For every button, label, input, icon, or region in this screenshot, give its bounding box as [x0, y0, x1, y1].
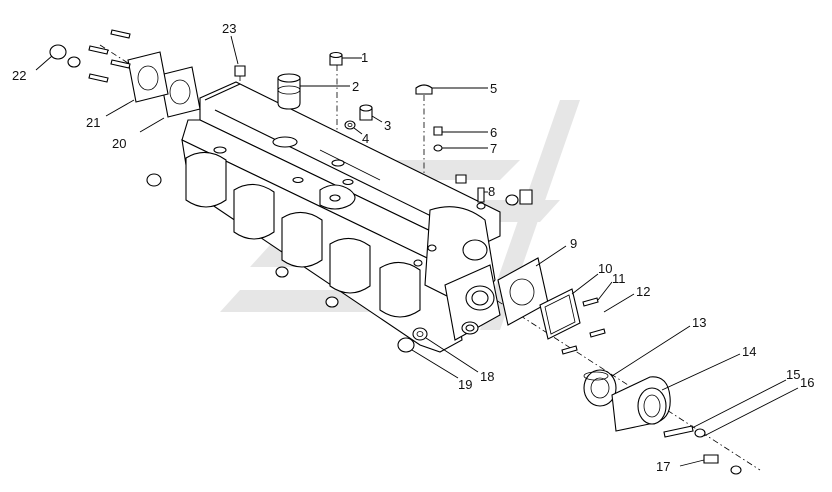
leader-lines — [35, 35, 799, 467]
part-14-outlet-housing — [611, 376, 671, 432]
part-2-sleeve — [277, 73, 301, 110]
callout-17: 17 — [656, 459, 670, 474]
callout-22: 22 — [12, 68, 26, 83]
callout-14: 14 — [742, 344, 756, 359]
callout-labels: 1 2 3 4 5 6 7 8 9 10 11 12 13 14 15 16 1… — [12, 21, 814, 474]
callout-13: 13 — [692, 315, 706, 330]
part-18-19-plug — [397, 327, 428, 353]
callout-12: 12 — [636, 284, 650, 299]
part-6-plug — [433, 126, 443, 136]
side-fittings — [455, 174, 533, 206]
callout-9: 9 — [570, 236, 577, 251]
part-20-gasket — [159, 66, 201, 118]
callout-8: 8 — [488, 184, 495, 199]
part-11-12-bolts — [561, 297, 606, 355]
callout-2: 2 — [352, 79, 359, 94]
callout-3: 3 — [384, 118, 391, 133]
part-5-cap — [415, 84, 433, 95]
part-22-nut — [49, 29, 131, 83]
callout-5: 5 — [490, 81, 497, 96]
manifold-body — [181, 81, 501, 353]
callout-16: 16 — [800, 375, 814, 390]
callout-18: 18 — [480, 369, 494, 384]
body-plugs — [146, 173, 339, 308]
part-10-cover — [539, 288, 581, 340]
callout-10: 10 — [598, 261, 612, 276]
callout-4: 4 — [362, 131, 369, 146]
callout-6: 6 — [490, 125, 497, 140]
callout-19: 19 — [458, 377, 472, 392]
part-7-washer — [433, 144, 443, 152]
part-3-fitting — [359, 104, 373, 121]
callout-20: 20 — [112, 136, 126, 151]
part-8-stud — [476, 187, 486, 210]
part-13-thermostat — [583, 369, 617, 407]
part-4-washer — [344, 120, 356, 130]
callout-21: 21 — [86, 115, 100, 130]
part-23-stud — [234, 65, 246, 77]
callout-7: 7 — [490, 141, 497, 156]
callout-15: 15 — [786, 367, 800, 382]
callout-1: 1 — [361, 50, 368, 65]
part-1-plug — [329, 51, 343, 66]
part-21-flange — [127, 51, 169, 103]
part-15-16-17-fasteners — [663, 425, 742, 475]
callout-11: 11 — [612, 271, 626, 286]
callout-23: 23 — [222, 21, 236, 36]
